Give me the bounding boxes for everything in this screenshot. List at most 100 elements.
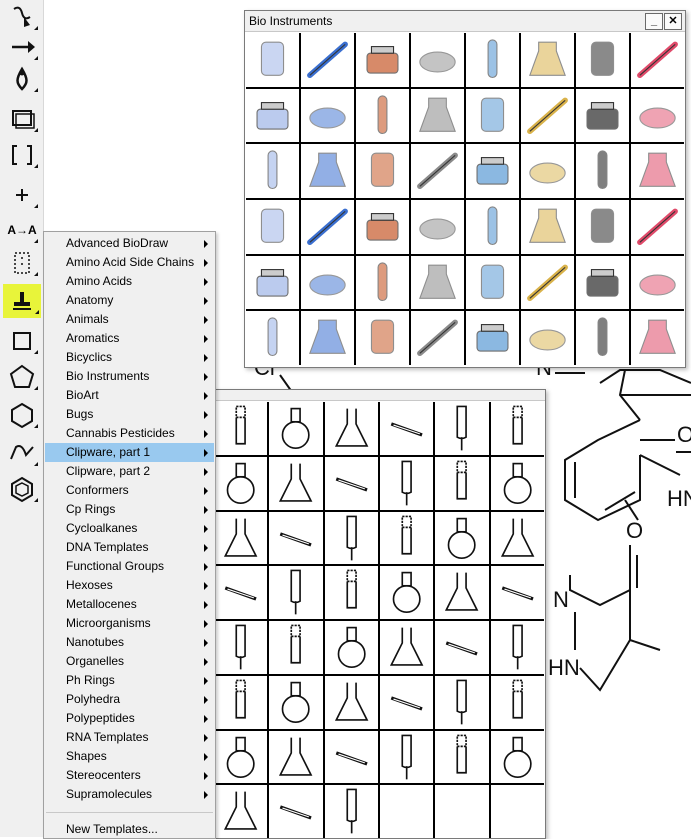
template-cell[interactable] [269,511,323,565]
template-cell[interactable] [356,144,409,198]
template-cell[interactable] [490,566,544,619]
template-cell[interactable] [435,566,489,619]
menu-item[interactable]: Metallocenes [45,595,214,614]
template-cell[interactable] [214,566,268,619]
template-cell[interactable] [246,200,299,254]
template-cell[interactable] [356,255,409,310]
template-cell[interactable] [269,402,323,455]
template-cell[interactable] [576,255,629,310]
template-cell[interactable] [631,255,684,310]
template-cell[interactable] [379,621,434,674]
template-cell[interactable] [490,511,544,565]
template-cell[interactable] [435,621,489,674]
template-cell[interactable] [490,621,544,674]
rectangle-tool[interactable] [4,102,40,136]
template-cell[interactable] [411,200,464,254]
template-cell[interactable] [246,88,299,143]
template-cell[interactable] [435,402,489,455]
brackets-tool[interactable] [4,138,40,172]
menu-item[interactable]: Clipware, part 1 [45,443,214,462]
template-cell[interactable] [379,675,434,729]
hexagon-ring-tool[interactable] [4,398,40,432]
template-cell[interactable] [466,311,519,365]
template-cell[interactable] [301,311,354,365]
menu-item[interactable]: Animals [45,310,214,329]
template-cell[interactable] [269,621,323,674]
template-cell[interactable] [379,730,434,784]
template-cell[interactable] [269,456,323,510]
template-cell[interactable] [466,144,519,198]
template-cell[interactable] [379,402,434,455]
close-button[interactable]: ✕ [664,13,682,30]
template-cell[interactable] [490,675,544,729]
lone-pair-tool[interactable] [4,62,40,96]
template-cell[interactable] [435,730,489,784]
bio-instruments-window[interactable]: Bio Instruments _ ✕ [244,10,686,368]
template-cell[interactable] [356,200,409,254]
template-cell[interactable] [214,621,268,674]
template-cell[interactable] [379,511,434,565]
template-cell[interactable] [324,566,378,619]
template-cell[interactable] [466,255,519,310]
menu-item[interactable]: Bicyclics [45,348,214,367]
template-cell[interactable] [631,88,684,143]
template-cell[interactable] [521,144,574,198]
template-cell[interactable] [214,511,268,565]
template-cell[interactable] [576,311,629,365]
template-cell[interactable] [214,402,268,455]
plus-tool[interactable] [4,178,40,212]
menu-item[interactable]: Polyhedra [45,690,214,709]
menu-item[interactable]: Stereocenters [45,766,214,785]
template-cell[interactable] [466,33,519,87]
lasso-pen-tool[interactable] [4,0,40,34]
benzene-tool[interactable] [4,472,40,506]
template-cell[interactable] [324,511,378,565]
menu-item[interactable]: Clipware, part 2 [45,462,214,481]
template-cell[interactable] [576,200,629,254]
template-cell[interactable] [631,200,684,254]
template-cell[interactable] [324,456,378,510]
template-cell[interactable] [576,88,629,143]
minimize-button[interactable]: _ [645,13,663,30]
template-cell[interactable] [576,33,629,87]
menu-item[interactable]: Cycloalkanes [45,519,214,538]
template-cell[interactable] [269,675,323,729]
pentagon-ring-tool[interactable] [4,360,40,394]
template-cell[interactable] [521,311,574,365]
menu-item[interactable]: Shapes [45,747,214,766]
menu-item[interactable]: Microorganisms [45,614,214,633]
template-cell[interactable] [435,675,489,729]
menu-item[interactable]: Aromatics [45,329,214,348]
template-cell[interactable] [214,730,268,784]
template-cell[interactable] [356,88,409,143]
template-cell[interactable] [379,566,434,619]
template-cell[interactable] [466,88,519,143]
menu-item[interactable]: Functional Groups [45,557,214,576]
menu-item[interactable]: Organelles [45,652,214,671]
template-stamp-tool[interactable] [3,284,41,318]
template-cell[interactable] [490,456,544,510]
template-cell[interactable] [269,730,323,784]
menu-item[interactable]: Advanced BioDraw [45,234,214,253]
menu-item[interactable]: BioArt [45,386,214,405]
menu-item[interactable]: Nanotubes [45,633,214,652]
menu-item[interactable]: Amino Acid Side Chains [45,253,214,272]
menu-item[interactable]: Polypeptides [45,709,214,728]
template-cell[interactable] [490,730,544,784]
menu-item[interactable]: Supramolecules [45,785,214,804]
template-cell[interactable] [301,255,354,310]
template-cell[interactable] [356,33,409,87]
clipware-part1-window[interactable] [212,389,546,839]
curve-tool[interactable] [4,436,40,470]
template-cell[interactable] [411,255,464,310]
menu-item[interactable]: Ph Rings [45,671,214,690]
template-cell[interactable] [214,785,268,838]
arrow-tool[interactable] [4,30,40,64]
template-cell[interactable] [324,621,378,674]
template-cell[interactable] [246,255,299,310]
window-titlebar[interactable] [213,390,545,401]
template-cell[interactable] [521,255,574,310]
template-cell[interactable] [435,456,489,510]
template-cell[interactable] [246,144,299,198]
template-cell[interactable] [411,88,464,143]
